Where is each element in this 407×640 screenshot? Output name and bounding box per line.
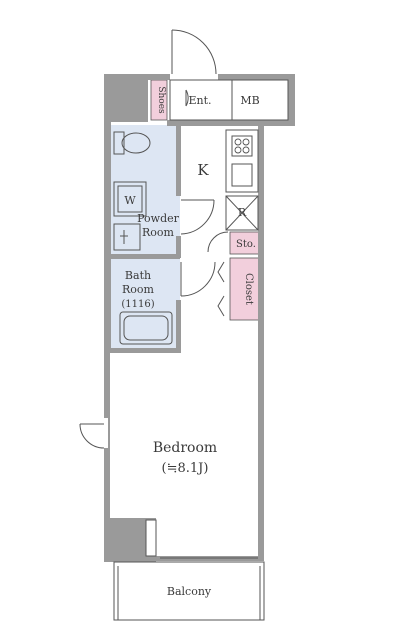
bedroom-label: Bedroom: [153, 440, 217, 456]
thin-lines: [113, 79, 289, 621]
kitchen-label: K: [197, 161, 209, 179]
washer-label: W: [124, 194, 136, 207]
bath-room-label-line1: Bath: [125, 269, 151, 282]
stove-burners: [234, 138, 250, 154]
doors: [79, 29, 229, 449]
shoes-label: Shoes: [156, 86, 166, 114]
mb-label: MB: [240, 94, 259, 107]
bath-room-label-line2: Room: [122, 283, 155, 296]
storage-label: Sto.: [236, 239, 256, 250]
bath-room-label-line3: (1116): [121, 299, 154, 310]
entrance-label: Ent.: [188, 94, 211, 107]
closet-label: Closet: [243, 273, 254, 305]
closet-cabinet: [229, 257, 263, 321]
bedroom-size-label: (≒8.1J): [162, 461, 209, 476]
powder-room-label-line2: Room: [142, 226, 175, 239]
refrigerator-label: R: [238, 206, 247, 219]
balcony-label: Balcony: [167, 585, 212, 598]
powder-room-label-line1: Powder: [137, 212, 180, 225]
